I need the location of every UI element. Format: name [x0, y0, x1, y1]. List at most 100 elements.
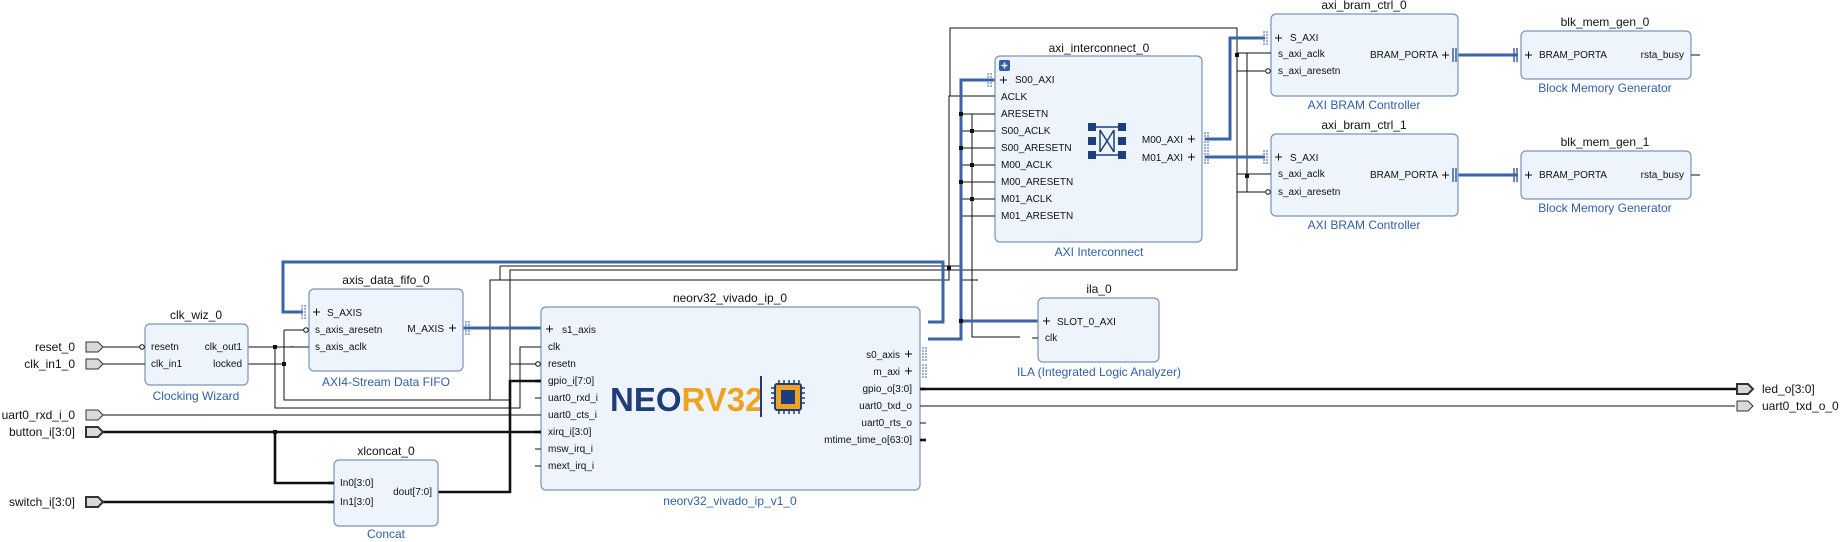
port-label: M01_AXI [1142, 153, 1183, 164]
expand-icon[interactable] [1043, 317, 1050, 325]
port-label: SLOT_0_AXI [1057, 317, 1116, 328]
block-neorv32[interactable]: neorv32_vivado_ip_0 s1_axis clk resetn g… [535, 291, 927, 508]
port-label: clk [548, 342, 561, 353]
net-clk-out1[interactable] [248, 346, 541, 409]
ext-led-port[interactable] [1736, 383, 1755, 395]
port-label: In1[3:0] [340, 497, 374, 508]
expand-icon[interactable] [1000, 76, 1007, 84]
expand-icon[interactable] [905, 350, 912, 358]
block-blk-mem-gen-0[interactable]: blk_mem_gen_0 BRAM_PORTA rsta_busy Block… [1513, 15, 1700, 95]
port-label: M01_ARESETN [1001, 211, 1073, 222]
block-title: blk_mem_gen_0 [1561, 15, 1650, 29]
block-axis-data-fifo[interactable]: axis_data_fifo_0 S_AXIS s_axis_aresetn s… [301, 273, 470, 389]
expand-icon[interactable] [449, 324, 456, 332]
block-xlconcat[interactable]: xlconcat_0 In0[3:0] In1[3:0] dout[7:0] C… [328, 444, 439, 541]
ext-reset-label: reset_0 [35, 340, 75, 354]
port-label: s_axi_aresetn [1278, 187, 1340, 198]
expand-icon[interactable] [546, 325, 553, 333]
expand-icon[interactable] [1275, 153, 1282, 161]
ext-uart0-rxd-port[interactable] [85, 409, 104, 421]
block-type: Clocking Wizard [153, 389, 240, 403]
block-axi-bram-ctrl-0[interactable]: axi_bram_ctrl_0 S_AXI s_axi_aclk s_axi_a… [1263, 0, 1459, 112]
bus-connector-icon [922, 347, 927, 361]
expand-icon[interactable] [1525, 171, 1532, 179]
port-label: m_axi [873, 367, 900, 378]
ext-switch-port[interactable] [85, 496, 105, 508]
port-label: mtime_time_o[63:0] [824, 435, 912, 446]
neorv32-logo: NEORV32 [610, 376, 805, 418]
block-type: AXI BRAM Controller [1308, 98, 1421, 112]
block-type: AXI4-Stream Data FIFO [322, 375, 450, 389]
block-title: blk_mem_gen_1 [1561, 135, 1650, 149]
block-ila[interactable]: ila_0 SLOT_0_AXI clk ILA (Integrated Log… [1017, 282, 1181, 379]
expand-icon[interactable] [313, 308, 320, 316]
port-label: BRAM_PORTA [1539, 50, 1607, 61]
port-label: dout[7:0] [393, 487, 432, 498]
external-ports: reset_0 clk_in1_0 uart0_rxd_i_0 button_i… [2, 340, 1839, 509]
ext-button-label: button_i[3:0] [9, 425, 75, 439]
block-type: AXI BRAM Controller [1308, 218, 1421, 232]
block-axi-bram-ctrl-1[interactable]: axi_bram_ctrl_1 S_AXI s_axi_aclk s_axi_a… [1263, 118, 1459, 232]
expand-icon[interactable] [1442, 51, 1449, 59]
port-label: clk_out1 [205, 342, 243, 353]
ext-uart0-txd-port[interactable] [1736, 400, 1754, 412]
bus-connector-icon [987, 73, 992, 87]
ext-button-port[interactable] [85, 426, 105, 438]
expand-icon[interactable] [1188, 135, 1195, 143]
port-label: uart0_txd_o [859, 401, 912, 412]
port-label: s_axis_aresetn [315, 325, 382, 336]
port-label: s_axi_aclk [1278, 169, 1326, 180]
block-blk-mem-gen-1[interactable]: blk_mem_gen_1 BRAM_PORTA rsta_busy Block… [1513, 135, 1700, 215]
port-label: M00_AXI [1142, 135, 1183, 146]
expand-icon[interactable] [1525, 51, 1532, 59]
chip-icon [771, 380, 805, 414]
port-label: uart0_cts_i [548, 410, 597, 421]
expand-icon[interactable] [1188, 153, 1195, 161]
expand-icon[interactable] [1442, 171, 1449, 179]
net-concat-dout[interactable] [438, 379, 541, 494]
port-label: locked [213, 359, 242, 370]
block-axi-interconnect[interactable]: axi_interconnect_0 S00_AXI ACLK ARESETN … [987, 41, 1209, 259]
nets [103, 27, 1745, 504]
axi-buses [281, 36, 1518, 341]
bus-connector-icon [1263, 150, 1268, 164]
net-m00-axi[interactable] [1205, 36, 1265, 141]
port-label: gpio_o[3:0] [863, 384, 913, 395]
port-label: BRAM_PORTA [1539, 170, 1607, 181]
ext-uart0-txd-label: uart0_txd_o_0 [1762, 399, 1839, 413]
block-type: neorv32_vivado_ip_v1_0 [663, 494, 797, 508]
port-label: msw_irq_i [548, 444, 593, 455]
port-label: M01_ACLK [1001, 194, 1052, 205]
ext-uart0-rxd-label: uart0_rxd_i_0 [2, 408, 76, 422]
block-clk-wiz[interactable]: clk_wiz_0 resetn clk_in1 clk_out1 locked… [139, 308, 249, 403]
port-label: mext_irq_i [548, 461, 594, 472]
ext-reset-port[interactable] [85, 341, 104, 353]
svg-text:NEORV32: NEORV32 [610, 381, 763, 418]
block-title: xlconcat_0 [357, 444, 415, 458]
block-title: clk_wiz_0 [170, 308, 222, 322]
port-label: clk_in1 [151, 359, 183, 370]
port-label: s_axi_aclk [1278, 49, 1326, 60]
port-label: rsta_busy [1641, 50, 1684, 61]
port-label: uart0_rxd_i [548, 393, 598, 404]
ext-clk-in-port[interactable] [85, 358, 104, 370]
block-type: AXI Interconnect [1055, 245, 1144, 259]
expand-icon[interactable] [905, 367, 912, 375]
block-title: ila_0 [1086, 282, 1112, 296]
port-label: s1_axis [562, 325, 596, 336]
block-type: Concat [367, 527, 406, 541]
port-label: s_axi_aresetn [1278, 66, 1340, 77]
port-label: uart0_rts_o [861, 418, 912, 429]
port-label: In0[3:0] [340, 478, 374, 489]
port-label: ARESETN [1001, 109, 1048, 120]
port-label: S00_ARESETN [1001, 143, 1072, 154]
net-locked[interactable] [248, 363, 541, 401]
net-axis-s0-to-fifo[interactable] [281, 260, 945, 324]
ext-switch-label: switch_i[3:0] [9, 495, 75, 509]
expand-icon[interactable] [1275, 34, 1282, 42]
expand-block-icon[interactable] [999, 60, 1010, 71]
port-label: resetn [548, 359, 576, 370]
port-label: xirq_i[3:0] [548, 427, 592, 438]
net-m-axi[interactable] [928, 78, 995, 341]
